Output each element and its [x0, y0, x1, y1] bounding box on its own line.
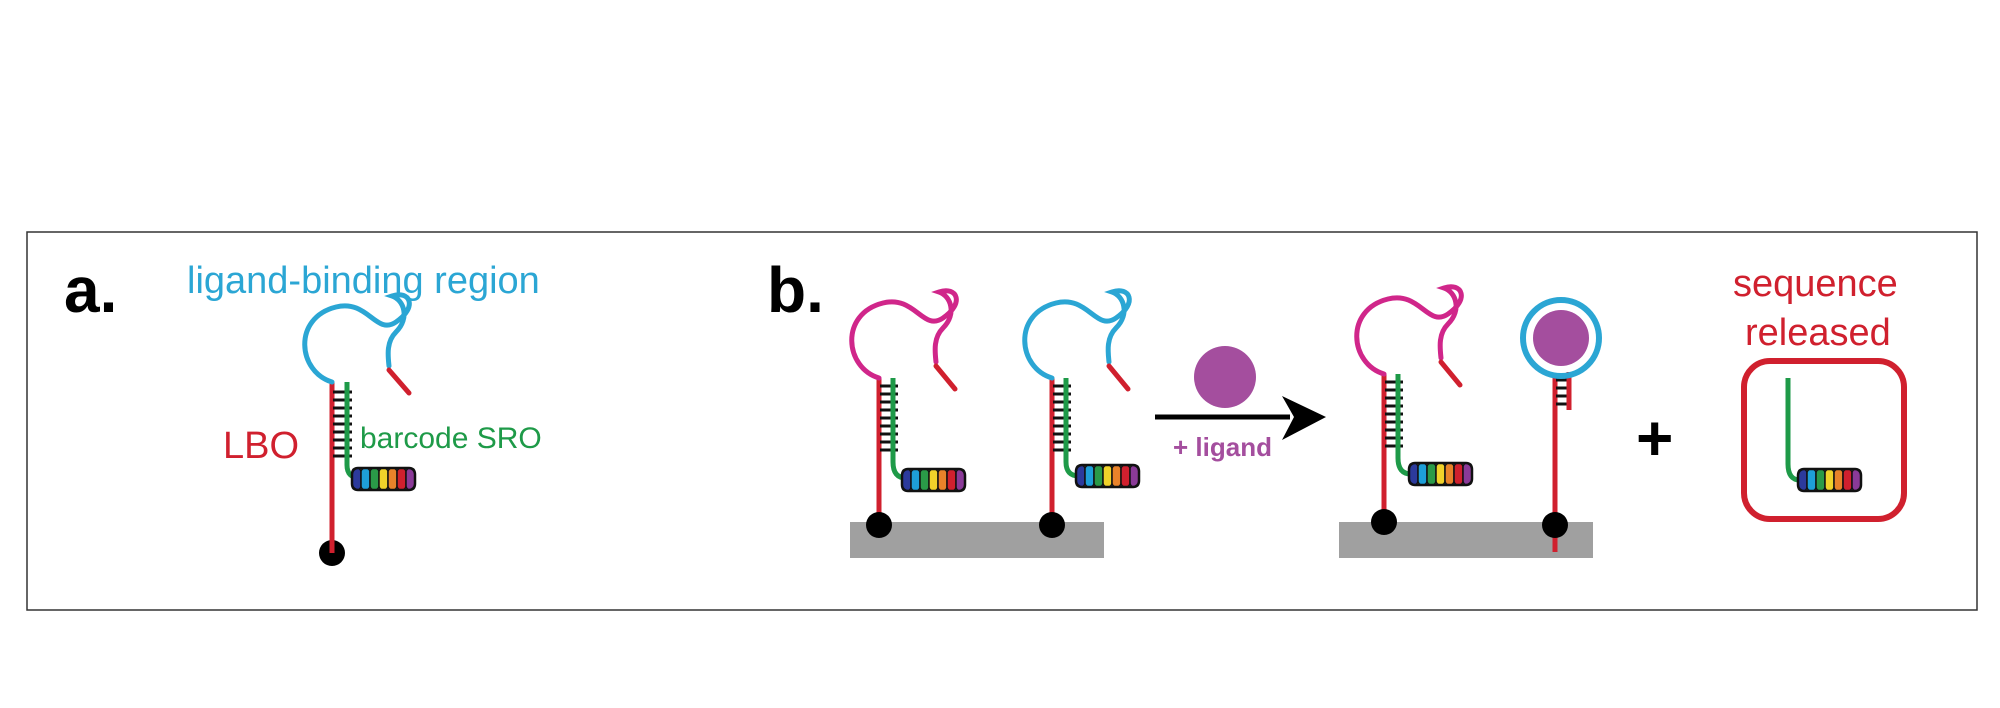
released-sro-strand [1785, 378, 1801, 483]
panel-a-label: a. [64, 254, 117, 326]
probe-magenta-right [1354, 284, 1474, 535]
barcode-icon [900, 467, 967, 493]
plus-ligand-label: + ligand [1173, 432, 1272, 462]
sequence-released-label-line1: sequence [1733, 263, 1898, 305]
figure-frame [26, 231, 1978, 611]
panel-b-label: b. [767, 254, 824, 326]
barcode-icon [350, 466, 417, 492]
lbo-tail [386, 367, 412, 396]
barcode-sro-label: barcode SRO [360, 422, 542, 455]
bound-ligand-icon [1533, 310, 1589, 366]
panel-a: a. ligand-binding region LBO barcode SRO [64, 254, 542, 566]
probe-magenta-left [849, 288, 967, 538]
panel-b: b. [767, 254, 1907, 558]
barcode-icon [1796, 467, 1863, 493]
ligand-icon [1194, 346, 1256, 408]
arrow-icon [1155, 396, 1326, 440]
barcode-icon [1074, 463, 1141, 489]
probe-ligand-bound [1520, 297, 1602, 552]
lbo-label: LBO [223, 425, 299, 467]
ligand-binding-loop [302, 292, 412, 385]
probe-cyan-left [1022, 288, 1141, 538]
sequence-released-label-line2: released [1745, 312, 1891, 354]
released-sequence-box [1741, 358, 1907, 522]
ligand-binding-region-label: ligand-binding region [187, 260, 540, 302]
barcode-sro-strand [344, 382, 361, 481]
plus-sign: + [1636, 402, 1673, 474]
barcode-icon [1407, 461, 1474, 487]
